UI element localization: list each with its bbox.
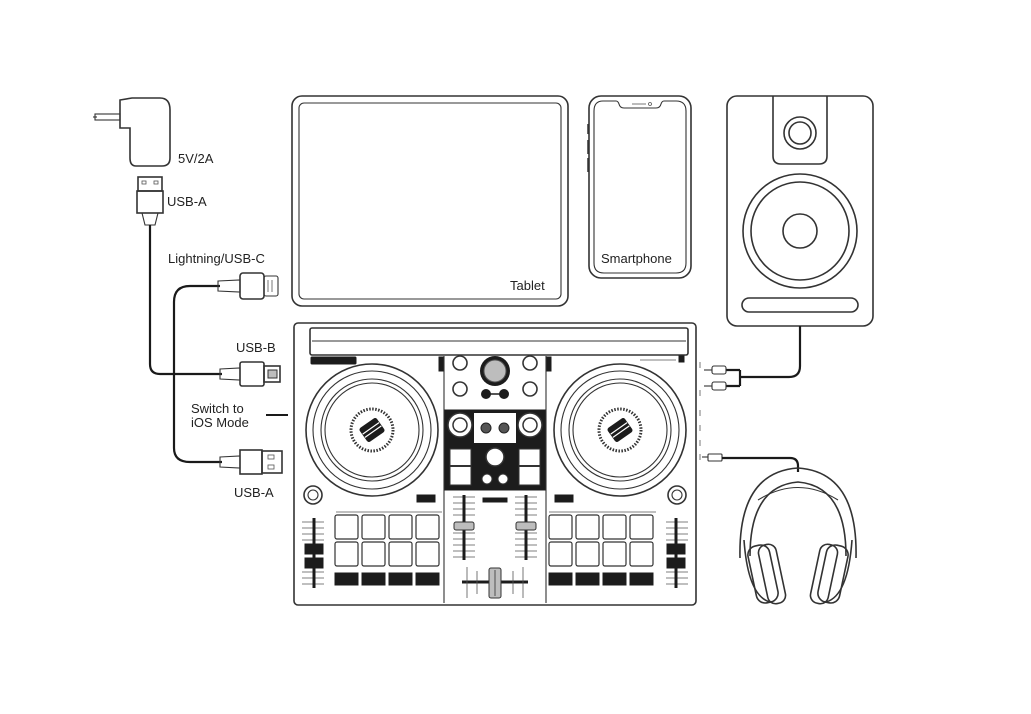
pad[interactable] [415, 541, 440, 567]
ios-mode-switch-callout: Switch to iOS Mode [191, 401, 288, 430]
play-pause-left[interactable] [415, 572, 440, 586]
left-pad-grid [334, 511, 442, 586]
device-cable [172, 284, 222, 464]
left-volume-fader[interactable] [453, 495, 475, 560]
smartphone: Smartphone [587, 95, 692, 279]
speaker [726, 95, 874, 327]
right-eq-knob[interactable] [517, 412, 543, 438]
tablet-label: Tablet [510, 278, 545, 293]
pad[interactable] [629, 541, 654, 567]
browse-right-button[interactable] [497, 473, 509, 485]
left-eq-knob[interactable] [447, 412, 473, 438]
usb-a-top-label: USB-A [167, 194, 207, 209]
pad[interactable] [602, 514, 627, 540]
power-cable [148, 225, 222, 376]
headphone-cable [702, 453, 800, 472]
left-loop-knob[interactable] [303, 485, 323, 505]
pad[interactable] [361, 541, 386, 567]
buddy-label-plate [482, 497, 508, 503]
left-pitch-fader[interactable] [302, 518, 324, 588]
headphones [739, 467, 857, 605]
pad[interactable] [334, 541, 359, 567]
cue-transport-left[interactable] [388, 572, 413, 586]
pad[interactable] [575, 541, 600, 567]
pad[interactable] [334, 514, 359, 540]
right-shift-button[interactable] [554, 494, 574, 503]
pad[interactable] [388, 514, 413, 540]
usb-a-plug-top: USB-A [136, 176, 207, 226]
left-shift-button[interactable] [416, 494, 436, 503]
switch-ios-label-line2: iOS Mode [191, 415, 249, 430]
left-gain-knob[interactable] [452, 355, 468, 371]
rca-cable [704, 326, 802, 391]
right-loop-knob[interactable] [667, 485, 687, 505]
pad[interactable] [548, 514, 573, 540]
right-gain-knob[interactable] [522, 355, 538, 371]
lightning-usbc-plug: Lightning/USB-C [168, 251, 279, 300]
pad[interactable] [629, 514, 654, 540]
phase-button-right[interactable] [548, 572, 573, 586]
right-filter-knob[interactable] [522, 381, 538, 397]
power-adapter: 5V/2A [93, 97, 214, 167]
cue-button-right[interactable] [499, 389, 509, 399]
cue-transport-right[interactable] [602, 572, 627, 586]
usb-a-bottom-label: USB-A [234, 485, 274, 500]
brand-plate [310, 356, 357, 365]
right-fx-button[interactable] [498, 422, 510, 434]
browse-left-button[interactable] [481, 473, 493, 485]
headphone-volume-knob[interactable] [485, 447, 505, 467]
pad[interactable] [602, 541, 627, 567]
usb-a-plug-bottom: USB-A [219, 449, 283, 500]
left-filter-knob[interactable] [452, 381, 468, 397]
smartphone-label: Smartphone [601, 251, 672, 266]
pad[interactable] [575, 514, 600, 540]
right-pitch-fader[interactable] [666, 518, 688, 588]
right-volume-fader[interactable] [515, 495, 537, 560]
dj-controller [293, 322, 701, 606]
pad[interactable] [415, 514, 440, 540]
switch-ios-label-line1: Switch to [191, 401, 244, 416]
usb-b-plug: USB-B [219, 340, 281, 387]
power-adapter-label: 5V/2A [178, 151, 214, 166]
play-pause-right[interactable] [629, 572, 654, 586]
right-pad-grid [548, 511, 656, 586]
left-fx-button[interactable] [480, 422, 492, 434]
logo-mark [678, 355, 685, 363]
right-jog-wheel[interactable] [553, 363, 687, 497]
lightning-usbc-label: Lightning/USB-C [168, 251, 265, 266]
sync-button-right[interactable] [575, 572, 600, 586]
phase-button-left[interactable] [334, 572, 359, 586]
left-jog-wheel[interactable] [305, 363, 439, 497]
tablet: Tablet [291, 95, 569, 307]
usb-b-label: USB-B [236, 340, 276, 355]
pad[interactable] [361, 514, 386, 540]
cue-button-left[interactable] [481, 389, 491, 399]
crossfader[interactable] [462, 567, 528, 599]
pad[interactable] [388, 541, 413, 567]
sync-button-left[interactable] [361, 572, 386, 586]
mixer-section [438, 355, 552, 603]
pad[interactable] [548, 541, 573, 567]
